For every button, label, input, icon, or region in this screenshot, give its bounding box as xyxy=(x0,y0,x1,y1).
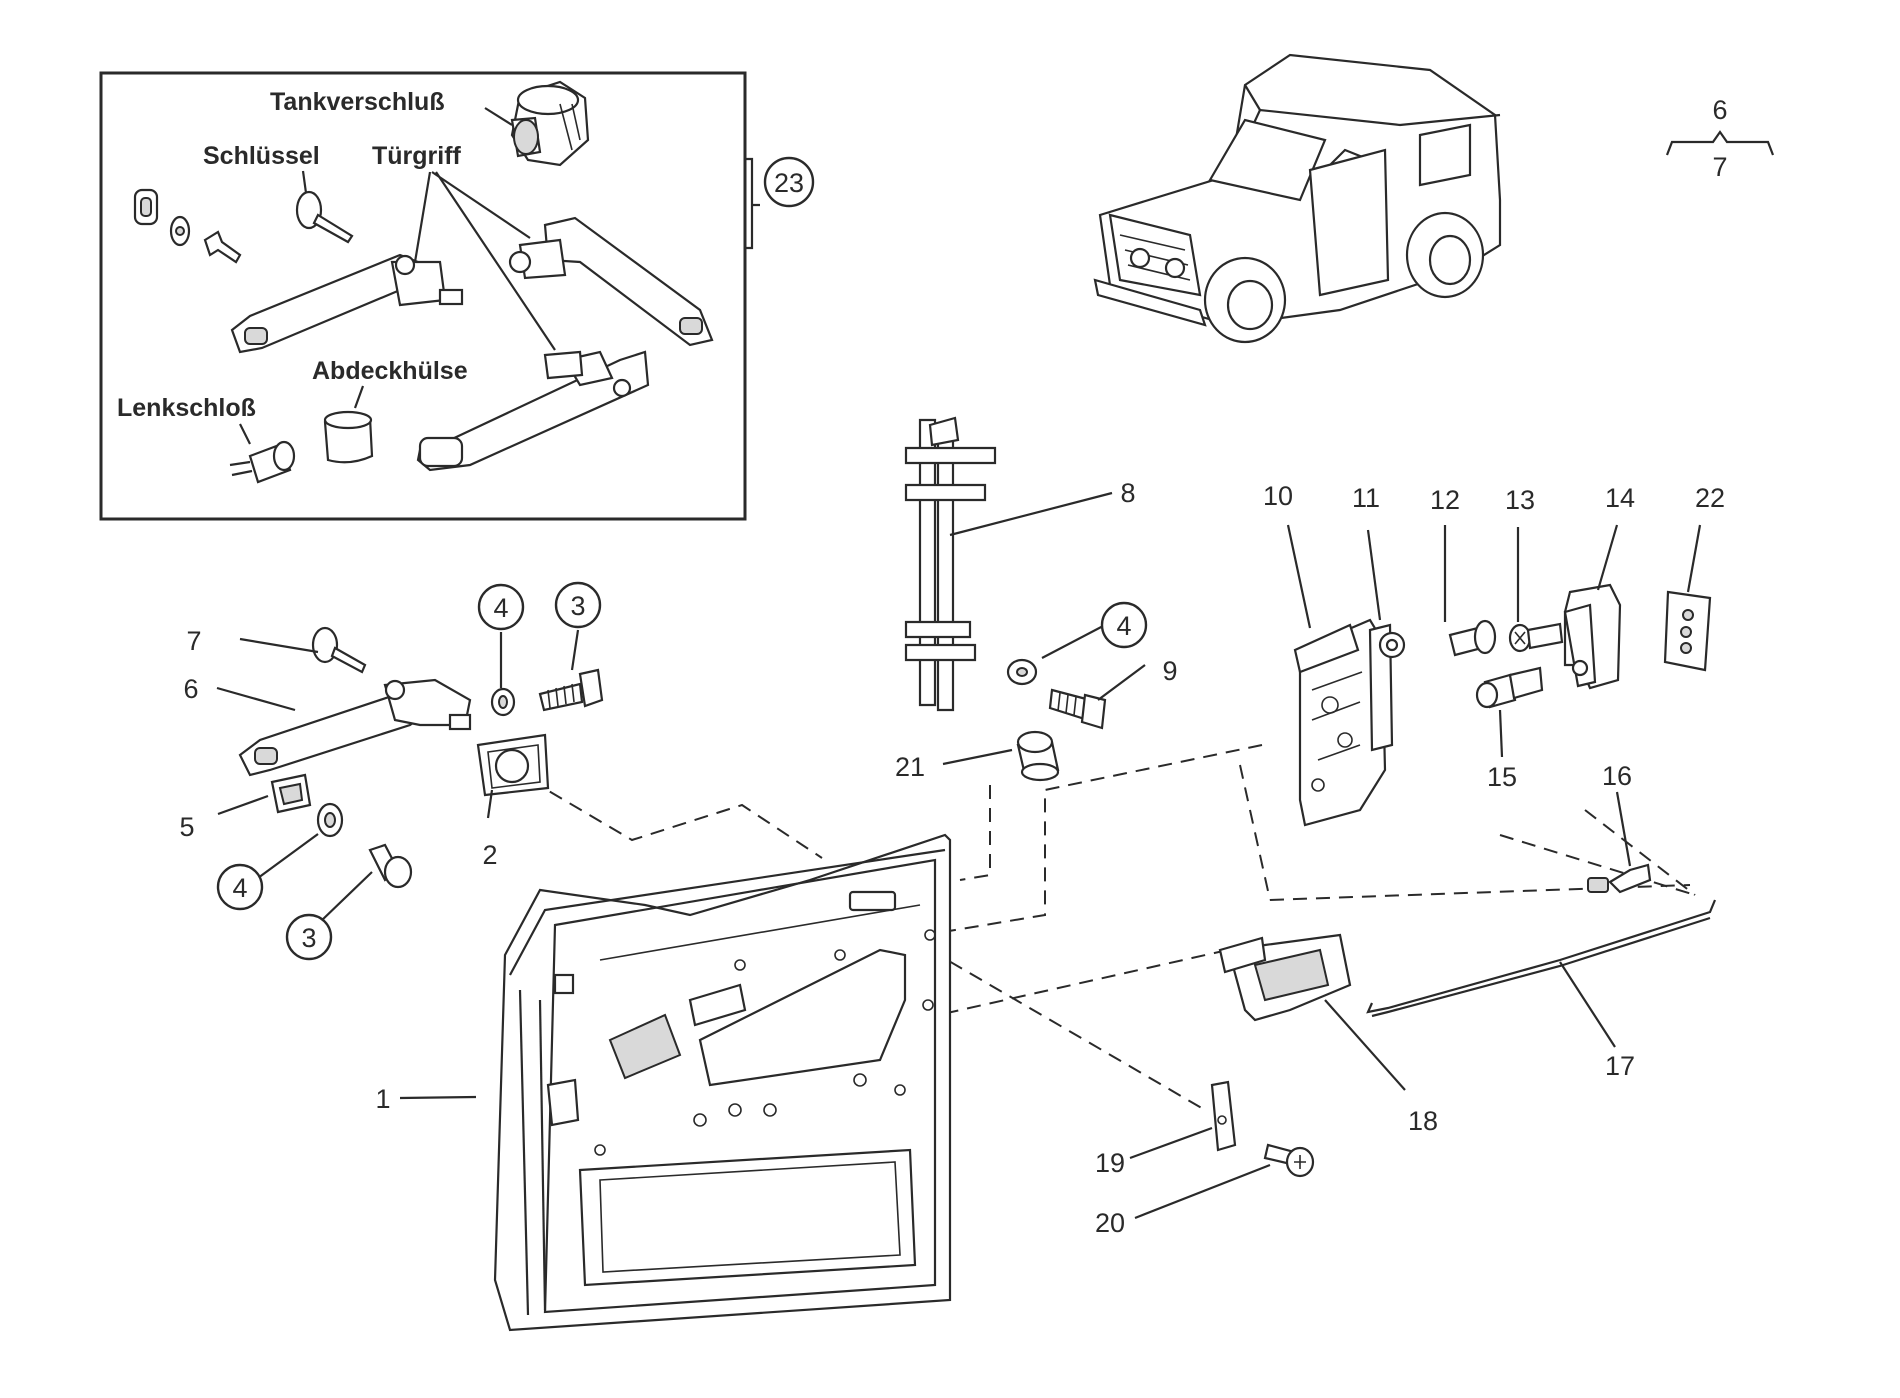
callout-numbers: 1 2 7 6 5 4 3 4 3 8 4 9 21 10 11 12 13 xyxy=(179,478,1725,1238)
callout-21: 21 xyxy=(895,752,925,782)
svg-text:4: 4 xyxy=(1116,611,1131,641)
svg-text:4: 4 xyxy=(232,873,247,903)
svg-text:23: 23 xyxy=(774,168,804,198)
rod-17-drawing xyxy=(1366,899,1717,1018)
steering-lock-drawing xyxy=(229,440,296,484)
outside-handle-drawing xyxy=(238,626,472,777)
callout-22: 22 xyxy=(1695,483,1725,513)
callout-9: 9 xyxy=(1162,656,1177,686)
door-panel-drawing xyxy=(493,833,952,1332)
callout-5: 5 xyxy=(179,812,194,842)
clip-16-drawing xyxy=(1587,863,1652,894)
plate-22-drawing xyxy=(1663,590,1712,672)
variant-note: 6 7 xyxy=(1665,95,1775,182)
callout-13: 13 xyxy=(1505,485,1535,515)
inset-panel: 23 Tankverschluß Schlüssel Türgriff xyxy=(99,71,815,521)
svg-text:3: 3 xyxy=(301,923,316,953)
callout-11: 11 xyxy=(1352,483,1380,513)
callout-10: 10 xyxy=(1263,481,1293,511)
label-abdeckhuelse: Abdeckhülse xyxy=(312,357,468,385)
callout-7: 7 xyxy=(186,626,201,656)
svg-text:7: 7 xyxy=(1712,152,1727,182)
callout-1: 1 xyxy=(375,1084,390,1114)
callout-12: 12 xyxy=(1430,485,1460,515)
key-parts-drawing xyxy=(133,188,354,264)
callout-14: 14 xyxy=(1605,483,1635,513)
svg-text:4: 4 xyxy=(493,593,508,623)
door-handle-drawing-3 xyxy=(416,350,650,472)
label-lenkschloss: Lenkschloß xyxy=(117,394,256,422)
callout-20: 20 xyxy=(1095,1208,1125,1238)
door-handle-drawing-2 xyxy=(508,216,714,347)
striker-drawing xyxy=(1563,583,1622,690)
callout-8: 8 xyxy=(1120,478,1135,508)
gasket-and-bolt-lower-drawing xyxy=(270,773,413,889)
callout-18: 18 xyxy=(1408,1106,1438,1136)
label-schluessel: Schlüssel xyxy=(203,142,320,170)
callout-3-top: 3 xyxy=(554,581,602,629)
callout-2: 2 xyxy=(482,840,497,870)
screws-12-13-15-drawing xyxy=(1448,619,1564,709)
svg-text:3: 3 xyxy=(570,591,585,621)
callout-16: 16 xyxy=(1602,761,1632,791)
callout-17: 17 xyxy=(1605,1051,1635,1081)
inner-handle-drawing xyxy=(1218,933,1352,1022)
escutcheon-drawing xyxy=(476,733,550,797)
callout-4-left: 4 xyxy=(216,863,264,911)
vehicle-drawing xyxy=(1093,53,1502,344)
label-tuergriff: Türgriff xyxy=(372,142,462,170)
callout-4-mid: 4 xyxy=(1100,601,1148,649)
callout-4-top: 4 xyxy=(477,583,525,631)
bump-stop-drawing xyxy=(1016,730,1060,782)
washer-bolt-9-drawing xyxy=(1006,658,1107,730)
leader-lines xyxy=(216,491,1702,1220)
window-channel-drawing xyxy=(904,416,997,712)
fuel-cap-drawing xyxy=(510,80,590,167)
label-tankverschluss: Tankverschluß xyxy=(270,88,445,116)
callout-19: 19 xyxy=(1095,1148,1125,1178)
bolt-washer-top-drawing xyxy=(490,668,604,717)
clip-19-screw-20-drawing xyxy=(1210,1080,1315,1178)
callout-3-left: 3 xyxy=(285,913,333,961)
callout-6: 6 xyxy=(183,674,198,704)
callout-23: 23 xyxy=(763,156,815,208)
callout-15: 15 xyxy=(1487,762,1517,792)
svg-text:6: 6 xyxy=(1712,95,1727,125)
door-handle-drawing-1 xyxy=(230,253,464,354)
cover-sleeve-drawing xyxy=(323,410,374,464)
door-lock-drawing xyxy=(1293,618,1406,827)
